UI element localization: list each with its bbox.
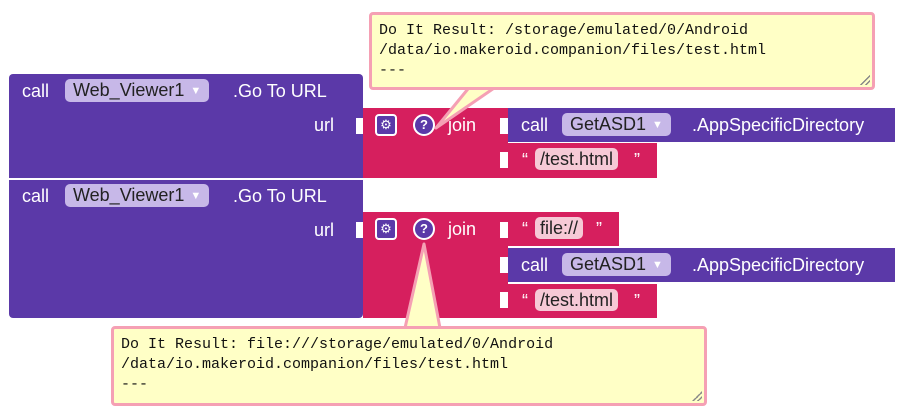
help-icon[interactable]: ? xyxy=(413,218,435,240)
result-line: Do It Result: file:///storage/emulated/0… xyxy=(121,336,554,353)
result-line: --- xyxy=(379,62,407,79)
text-block-test-html-1[interactable]: “ /test.html ” xyxy=(508,143,657,178)
component-name: Web_Viewer1 xyxy=(73,185,185,205)
socket-notch xyxy=(500,152,508,168)
call-label: call xyxy=(22,186,50,206)
quote-close: ” xyxy=(634,150,640,170)
result-line: Do It Result: /storage/emulated/0/Androi… xyxy=(379,22,749,39)
resize-grip-icon[interactable] xyxy=(692,391,702,401)
quote-open: “ xyxy=(522,219,528,239)
text-value[interactable]: /test.html xyxy=(535,289,619,311)
component-dropdown-web-viewer1[interactable]: Web_Viewer1 ▼ xyxy=(65,184,210,207)
text-block-test-html-2[interactable]: “ /test.html ” xyxy=(508,284,657,318)
dropdown-arrow-icon: ▼ xyxy=(190,190,202,202)
join-label: join xyxy=(448,219,477,239)
component-name: GetASD1 xyxy=(570,254,647,274)
socket-notch xyxy=(500,257,508,273)
component-dropdown-getasd1[interactable]: GetASD1 ▼ xyxy=(562,113,671,136)
url-socket-label: url xyxy=(314,115,335,135)
method-label: .AppSpecificDirectory xyxy=(692,255,865,275)
call-label: call xyxy=(22,81,50,101)
do-it-result-bubble-2: Do It Result: file:///storage/emulated/0… xyxy=(111,326,707,406)
socket-notch xyxy=(500,118,508,134)
help-icon[interactable]: ? xyxy=(413,114,435,136)
method-label: .Go To URL xyxy=(233,186,327,206)
socket-notch xyxy=(356,118,364,134)
component-dropdown-web-viewer1[interactable]: Web_Viewer1 ▼ xyxy=(65,79,210,102)
join-block-1[interactable]: ⚙ ? join xyxy=(363,108,508,178)
component-dropdown-getasd1[interactable]: GetASD1 ▼ xyxy=(562,253,671,276)
go-to-url-block-1[interactable]: call Web_Viewer1 ▼ .Go To URL url xyxy=(9,74,363,178)
resize-grip-icon[interactable] xyxy=(860,75,870,85)
quote-open: “ xyxy=(522,150,528,170)
result-line: --- xyxy=(121,376,149,393)
socket-notch xyxy=(500,222,508,238)
join-block-2[interactable]: ⚙ ? join xyxy=(363,212,508,318)
socket-notch xyxy=(500,292,508,308)
get-app-specific-directory-block-1[interactable]: call GetASD1 ▼ .AppSpecificDirectory xyxy=(508,108,895,142)
method-label: .Go To URL xyxy=(233,81,327,101)
mutator-gear-icon[interactable]: ⚙ xyxy=(375,218,397,240)
mutator-gear-icon[interactable]: ⚙ xyxy=(375,114,397,136)
quote-open: “ xyxy=(522,291,528,311)
result-line: /data/io.makeroid.companion/files/test.h… xyxy=(379,42,767,59)
text-value[interactable]: /test.html xyxy=(535,148,619,170)
join-label: join xyxy=(448,115,477,135)
call-label: call xyxy=(521,255,549,275)
text-value[interactable]: file:// xyxy=(535,217,584,239)
quote-close: ” xyxy=(596,219,602,239)
socket-notch xyxy=(356,222,364,238)
component-name: Web_Viewer1 xyxy=(73,80,185,100)
call-label: call xyxy=(521,115,549,135)
component-name: GetASD1 xyxy=(570,114,647,134)
go-to-url-block-2[interactable]: call Web_Viewer1 ▼ .Go To URL url xyxy=(9,180,363,318)
dropdown-arrow-icon: ▼ xyxy=(652,259,663,271)
dropdown-arrow-icon: ▼ xyxy=(190,85,202,97)
quote-close: ” xyxy=(634,291,640,311)
result-line: /data/io.makeroid.companion/files/test.h… xyxy=(121,356,509,373)
dropdown-arrow-icon: ▼ xyxy=(652,119,663,131)
url-socket-label: url xyxy=(314,220,335,240)
get-app-specific-directory-block-2[interactable]: call GetASD1 ▼ .AppSpecificDirectory xyxy=(508,248,895,282)
method-label: .AppSpecificDirectory xyxy=(692,115,865,135)
do-it-result-bubble-1: Do It Result: /storage/emulated/0/Androi… xyxy=(369,12,875,90)
text-block-file-scheme[interactable]: “ file:// ” xyxy=(508,212,619,246)
